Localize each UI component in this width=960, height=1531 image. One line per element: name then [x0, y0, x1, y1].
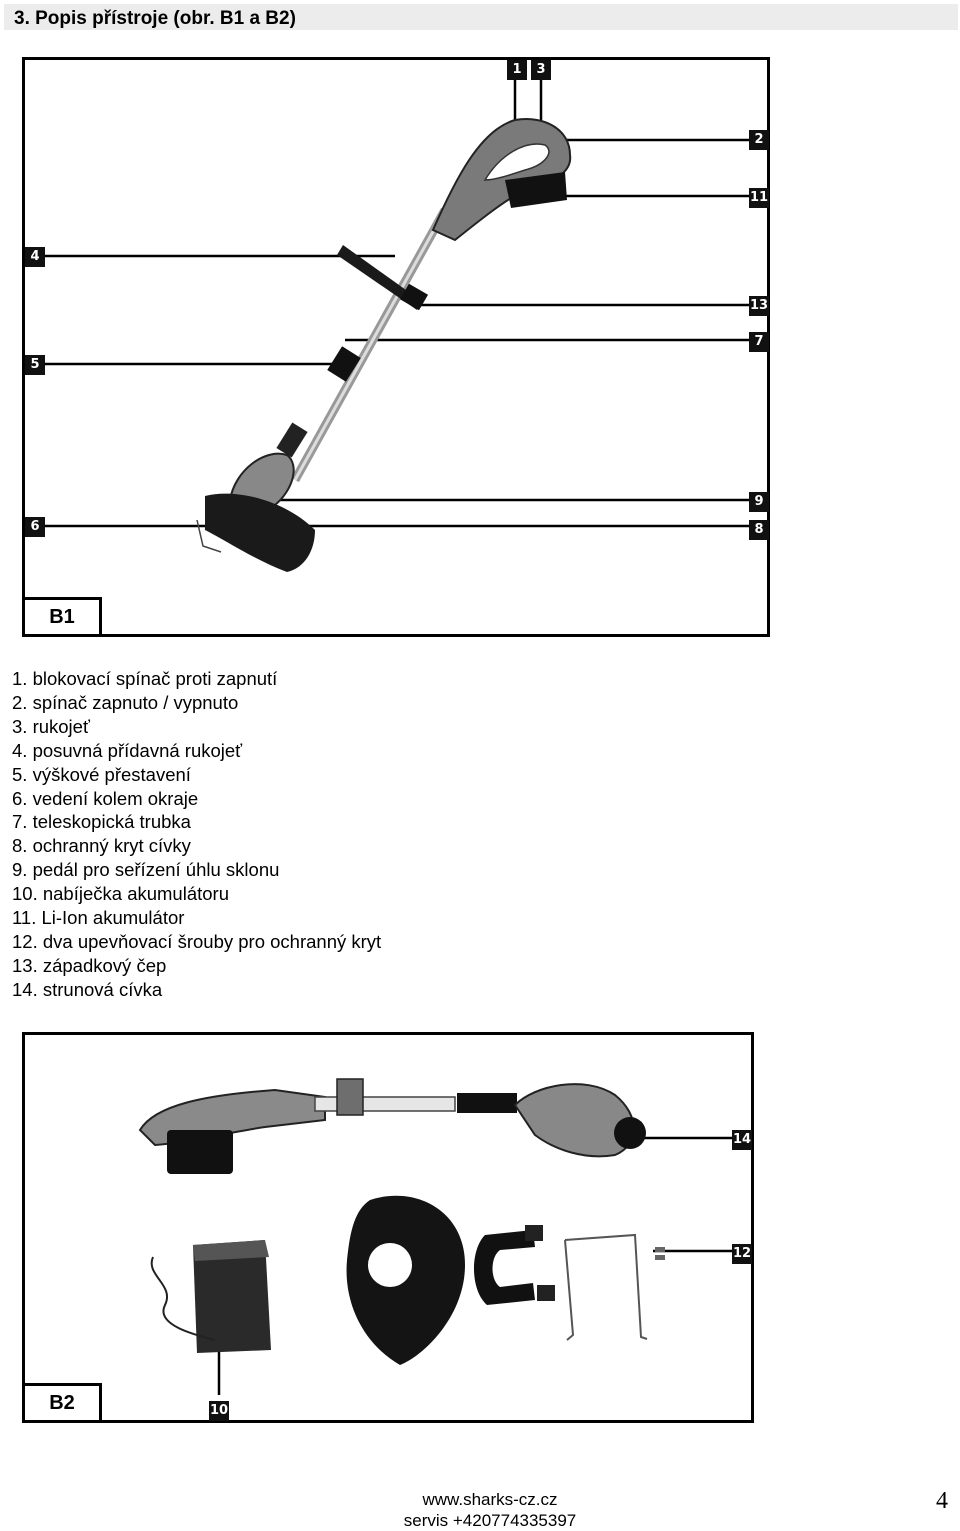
callout-14: 14 [732, 1130, 752, 1150]
legend-item: 10. nabíječka akumulátoru [12, 883, 229, 905]
footer-website: www.sharks-cz.cz [422, 1490, 558, 1509]
callout-5: 5 [25, 355, 45, 375]
callout-6: 6 [25, 517, 45, 537]
legend-item: 4. posuvná přídavná rukojeť [12, 739, 243, 761]
legend-item: 9. pedál pro seřízení úhlu sklonu [12, 859, 280, 881]
section-heading: 3. Popis přístroje (obr. B1 a B2) [14, 8, 296, 29]
page-number: 4 [936, 1488, 948, 1514]
figure-b2: 14 12 10 B2 [22, 1032, 754, 1423]
footer-service-phone: servis +420774335397 [403, 1511, 577, 1530]
trimmer-parts-illustration [138, 1078, 733, 1395]
legend-item: 6. vedení kolem okraje [12, 787, 199, 809]
callout-10: 10 [209, 1401, 229, 1421]
callout-13: 13 [749, 296, 769, 316]
callout-12: 12 [732, 1244, 752, 1264]
legend-item: 8. ochranný kryt cívky [12, 835, 191, 857]
parts-legend: 1. blokovací spínač proti zapnutí 2. spí… [12, 667, 381, 1002]
legend-item: 3. rukojeť [12, 715, 90, 737]
section-heading-bar: 3. Popis přístroje (obr. B1 a B2) [4, 4, 958, 30]
legend-item: 2. spínač zapnuto / vypnuto [12, 691, 239, 713]
callout-2: 2 [749, 130, 769, 150]
figure-b1: 1 3 2 11 4 13 7 5 9 6 8 B1 [22, 57, 770, 637]
trimmer-assembled-illustration [45, 80, 751, 572]
legend-item: 11. Li-Ion akumulátor [12, 907, 185, 929]
callout-8: 8 [749, 520, 769, 540]
callout-11: 11 [749, 188, 769, 208]
legend-item: 7. teleskopická trubka [12, 811, 191, 833]
legend-item: 12. dva upevňovací šrouby pro ochranný k… [12, 930, 382, 952]
legend-item: 14. strunová cívka [12, 978, 163, 1000]
footer: www.sharks-cz.cz servis +420774335397 [380, 1489, 600, 1531]
figure-label-b2: B2 [25, 1383, 102, 1420]
callout-7: 7 [749, 332, 769, 352]
callout-9: 9 [749, 492, 769, 512]
legend-item: 1. blokovací spínač proti zapnutí [12, 668, 278, 689]
callout-1: 1 [507, 60, 527, 80]
callout-3: 3 [531, 60, 551, 80]
figure-label-b1: B1 [25, 597, 102, 634]
callout-4: 4 [25, 247, 45, 267]
legend-item: 13. západkový čep [12, 954, 167, 976]
legend-item: 5. výškové přestavení [12, 763, 191, 785]
